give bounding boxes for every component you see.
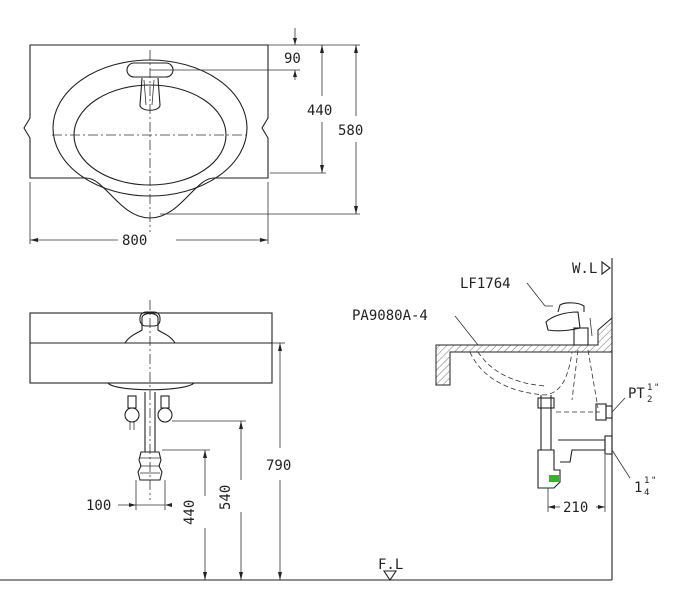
dim-100: 100 [86, 498, 111, 514]
side-countertop-section [435, 316, 613, 386]
pipe-pt-numerator: 1 [647, 383, 652, 393]
dim-580: 580 [338, 123, 363, 139]
left-angle-valve [124, 407, 140, 423]
floor-label: F.L [378, 557, 403, 573]
countertop-outline [23, 44, 269, 219]
dim-790: 790 [266, 458, 291, 474]
dim-90: 90 [284, 51, 301, 67]
faucet-model-label: LF1764 [460, 276, 511, 292]
dim-440-top: 440 [307, 103, 332, 119]
dim-440-front: 440 [182, 500, 198, 525]
side-bowl [469, 351, 573, 396]
front-bowl [107, 382, 195, 391]
drain-size-inch: " [651, 476, 656, 486]
floor-marker [382, 570, 398, 581]
drain-size-denominator: 4 [644, 488, 649, 498]
front-trap [137, 451, 163, 481]
drain-size-whole: 1 [634, 480, 642, 496]
basin-model-label: PA9080A-4 [352, 308, 428, 324]
pipe-pt-inch: " [654, 383, 659, 393]
right-angle-valve [157, 407, 173, 423]
top-view: 800 90 440 580 [23, 28, 363, 249]
dim-800: 800 [122, 233, 147, 249]
trap-fitting [549, 475, 559, 482]
dim-210: 210 [563, 500, 588, 516]
dim-540: 540 [218, 485, 234, 510]
side-view: 210 LF1764 PA9080A-4 PT 1 2 " 1 1 4 " [352, 276, 659, 516]
front-countertop [29, 312, 273, 384]
front-view: 100 440 540 790 [29, 300, 291, 580]
pipe-pt-label: PT [628, 386, 645, 402]
water-line-label: W.L [572, 261, 597, 277]
side-trap [537, 449, 561, 489]
pipe-pt-denominator: 2 [647, 395, 652, 405]
drain-size-numerator: 1 [644, 476, 649, 486]
